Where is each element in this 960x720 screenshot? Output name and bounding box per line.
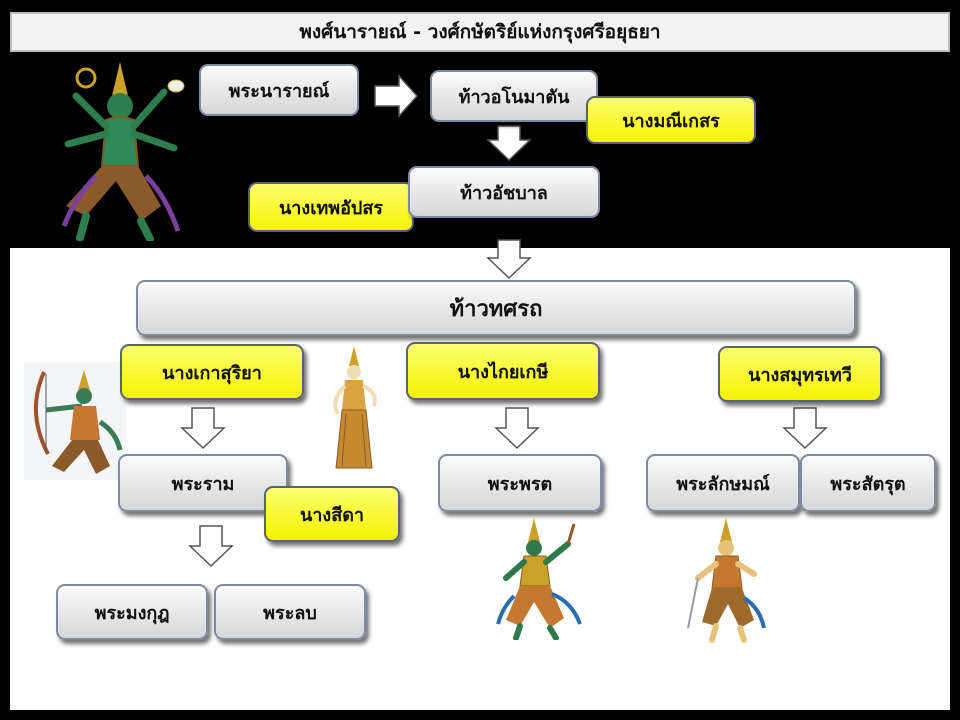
archer-warrior-figure — [24, 362, 126, 480]
phra-mongkut-box: พระมงกุฎ — [56, 584, 208, 640]
right-arrow — [374, 74, 419, 118]
down-arrow-kaiyakesi — [494, 407, 540, 450]
phra-lop-box: พระลบ — [214, 584, 366, 640]
thao-thotsarot-box: ท้าวทศรถ — [136, 280, 856, 336]
phra-narai-box: พระนารายณ์ — [199, 64, 359, 116]
phra-lak-box: พระลักษมณ์ — [646, 454, 800, 512]
down-arrow-samutthewi — [782, 407, 828, 450]
thao-atchaban-box: ท้าวอัชบาล — [408, 166, 600, 218]
sida-figure — [333, 346, 377, 469]
thao-anomatan-box: ท้าวอโนมาตัน — [430, 70, 598, 122]
down-arrow-kaosuriya — [180, 407, 226, 450]
nang-samutthewi-box: นางสมุทรเทวี — [718, 346, 882, 402]
narai-deity-figure — [61, 62, 185, 241]
phra-phrot-box: พระพรต — [438, 454, 602, 512]
nang-kaiyakesi-box: นางไกยเกษี — [406, 342, 600, 400]
page-title: พงศ์นารายณ์ - วงศ์กษัตริย์แห่งกรุงศรีอยุ… — [10, 12, 950, 52]
down-arrow-anomatan — [486, 125, 532, 162]
phra-ram-box: พระราม — [118, 454, 288, 512]
nang-manikeson-box: นางมณีเกสร — [586, 96, 756, 144]
green-warrior-figure — [496, 518, 582, 640]
down-arrow-ram — [188, 525, 234, 568]
golden-warrior-figure — [687, 518, 766, 643]
down-arrow-atchaban — [486, 239, 532, 280]
nang-sida-box: นางสีดา — [264, 486, 400, 542]
phra-satrut-box: พระสัตรุต — [800, 454, 936, 512]
nang-thepamorasot-box: นางเทพอัปสร — [248, 182, 414, 232]
nang-kaosuriya-box: นางเกาสุริยา — [120, 344, 304, 400]
